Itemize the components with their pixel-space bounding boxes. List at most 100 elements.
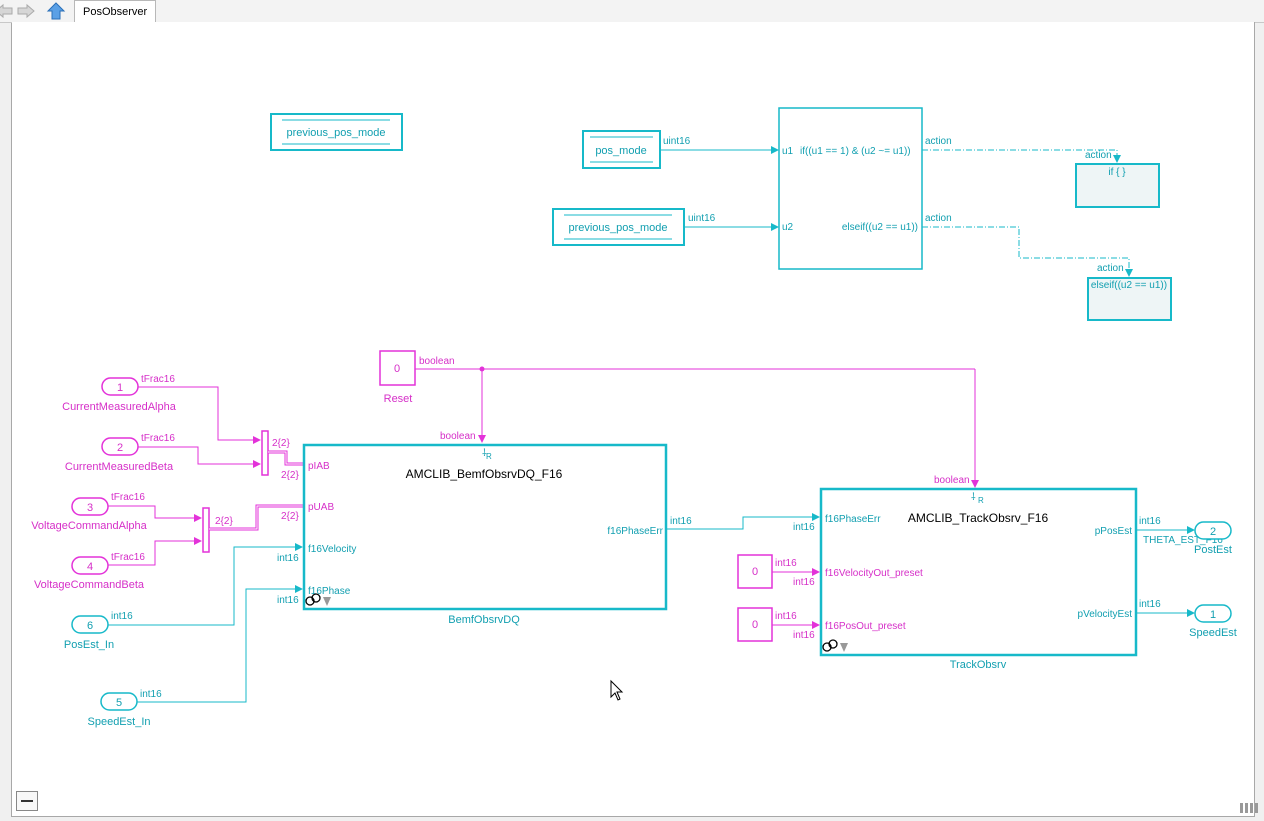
signal-line[interactable] — [108, 537, 202, 566]
mux-1[interactable] — [261, 430, 269, 476]
goto-block-previous-pos-mode[interactable]: previous_pos_mode — [270, 113, 403, 151]
up-arrow-icon[interactable] — [46, 2, 66, 20]
signal-label: int16 — [793, 630, 815, 641]
track-observer-block[interactable]: AMCLIB_TrackObsrv_F16 f16PhaseErr f16Vel… — [819, 487, 1138, 657]
subsystem-label: elseif((u2 == u1)) — [1091, 280, 1167, 291]
signal-line[interactable] — [138, 446, 261, 468]
reset-mark: R — [486, 452, 492, 461]
back-arrow-icon[interactable] — [0, 2, 14, 20]
signal-label: boolean — [419, 356, 455, 367]
signal-label: int16 — [140, 689, 162, 700]
bemf-observer-block[interactable]: AMCLIB_BemfObsrvDQ_F16 pIAB pUAB f16Velo… — [302, 443, 668, 611]
inport-1[interactable]: 1 CurrentMeasuredAlpha — [62, 377, 177, 413]
signal-label: tFrac16 — [111, 492, 145, 503]
mouse-cursor-icon — [610, 679, 624, 701]
down-arrow-icon — [840, 643, 848, 652]
port-number: 1 — [1210, 609, 1216, 621]
subsystem-label: if { } — [1108, 167, 1126, 178]
reset-trigger-icon: ⸸ — [971, 492, 976, 503]
signal-label: int16 — [277, 553, 299, 564]
hide-explorer-button[interactable] — [16, 791, 38, 811]
port-pposest: pPosEst — [1095, 526, 1132, 537]
bus-label: 2{2} — [281, 470, 299, 481]
if-block[interactable]: u1 if((u1 == 1) & (u2 ~= u1)) u2 elseif(… — [778, 107, 923, 270]
tab-posobserver[interactable]: PosObserver — [74, 0, 157, 23]
model-canvas[interactable]: previous_pos_mode pos_mode previous_pos_… — [12, 22, 1255, 817]
port-u2: u2 — [782, 222, 794, 233]
action-subsystem-if[interactable]: action if { } — [1075, 150, 1160, 208]
signal-label: int16 — [775, 611, 797, 622]
signal-label: int16 — [670, 516, 692, 527]
goto-label: previous_pos_mode — [286, 127, 385, 139]
port-name: VoltageCommandAlpha — [31, 520, 147, 532]
block-title: AMCLIB_TrackObsrv_F16 — [908, 511, 1049, 525]
port-number: 2 — [1210, 526, 1216, 538]
inport-5[interactable]: 5 SpeedEst_In — [88, 692, 151, 728]
constant-value: 0 — [752, 566, 758, 578]
action-subsystem-elseif[interactable]: action elseif((u2 == u1)) — [1087, 263, 1172, 321]
outport-2[interactable]: 2 PostEst — [1194, 521, 1232, 556]
port-name: CurrentMeasuredAlpha — [62, 401, 177, 413]
bus-label: 2{2} — [272, 438, 290, 449]
constant-value: 0 — [752, 619, 758, 631]
signal-label: tFrac16 — [141, 433, 175, 444]
port-name: SpeedEst — [1189, 627, 1237, 639]
outport-1[interactable]: 1 SpeedEst — [1189, 604, 1237, 639]
signal-line[interactable] — [666, 513, 820, 530]
reset-mark: R — [978, 496, 984, 505]
port-f16phaseerr: f16PhaseErr — [825, 514, 881, 525]
port-number: 4 — [87, 561, 93, 573]
library-link-icon — [822, 639, 838, 652]
inport-2[interactable]: 2 CurrentMeasuredBeta — [65, 437, 174, 473]
port-f16velocityout-preset: f16VelocityOut_preset — [825, 568, 923, 579]
signal-label: boolean — [440, 431, 476, 442]
reset-trigger-icon: ⸸ — [482, 448, 487, 459]
port-f16phaseerr: f16PhaseErr — [607, 526, 663, 537]
block-diagram: previous_pos_mode pos_mode previous_pos_… — [31, 107, 1237, 728]
inport-3[interactable]: 3 VoltageCommandAlpha — [31, 497, 148, 532]
signal-label: int16 — [277, 595, 299, 606]
forward-arrow-icon[interactable] — [16, 2, 36, 20]
signal-line[interactable] — [138, 386, 261, 444]
reset-constant[interactable]: 0 Reset — [379, 350, 416, 405]
from-block-previous-pos-mode[interactable]: previous_pos_mode — [552, 208, 685, 246]
block-name: BemfObsrvDQ — [448, 614, 520, 626]
mux-2[interactable] — [202, 507, 210, 553]
signal-label: tFrac16 — [111, 552, 145, 563]
toolbar: PosObserver — [0, 0, 1264, 23]
signal-label: int16 — [111, 611, 133, 622]
signal-label: int16 — [793, 577, 815, 588]
signal-line[interactable] — [108, 505, 202, 522]
port-name: PosEst_In — [64, 639, 114, 651]
signal-label: int16 — [793, 522, 815, 533]
constant-value: 0 — [394, 363, 400, 375]
from-label: previous_pos_mode — [568, 222, 667, 234]
inport-4[interactable]: 4 VoltageCommandBeta — [34, 556, 145, 591]
left-palette — [0, 23, 12, 817]
constant-position-preset[interactable]: 0 — [737, 607, 773, 642]
down-arrow-icon — [323, 597, 331, 606]
port-pUAB: pUAB — [308, 502, 334, 513]
from-block-pos-mode[interactable]: pos_mode — [582, 130, 661, 169]
signal-line[interactable] — [137, 585, 303, 703]
port-number: 6 — [87, 620, 93, 632]
port-f16velocity: f16Velocity — [308, 544, 356, 555]
action-line[interactable] — [922, 226, 1133, 277]
resize-grip-icon[interactable] — [1240, 803, 1258, 813]
port-pvelocityest: pVelocityEst — [1078, 609, 1133, 620]
action-port-label: action — [925, 136, 952, 147]
port-name: CurrentMeasuredBeta — [65, 461, 174, 473]
signal-line[interactable] — [108, 543, 303, 626]
signal-name: THETA_EST_F16 — [1143, 535, 1223, 546]
block-name: TrackObsrv — [950, 659, 1007, 671]
elseif-condition: elseif((u2 == u1)) — [842, 222, 918, 233]
inport-6[interactable]: 6 PosEst_In — [64, 615, 114, 651]
action-line[interactable] — [922, 149, 1121, 163]
constant-velocity-preset[interactable]: 0 — [737, 554, 773, 589]
port-name: SpeedEst_In — [88, 716, 151, 728]
port-f16posout-preset: f16PosOut_preset — [825, 621, 906, 632]
block-name: Reset — [384, 393, 413, 405]
port-number: 2 — [117, 442, 123, 454]
port-name: VoltageCommandBeta — [34, 579, 145, 591]
action-port: action — [1085, 150, 1112, 161]
